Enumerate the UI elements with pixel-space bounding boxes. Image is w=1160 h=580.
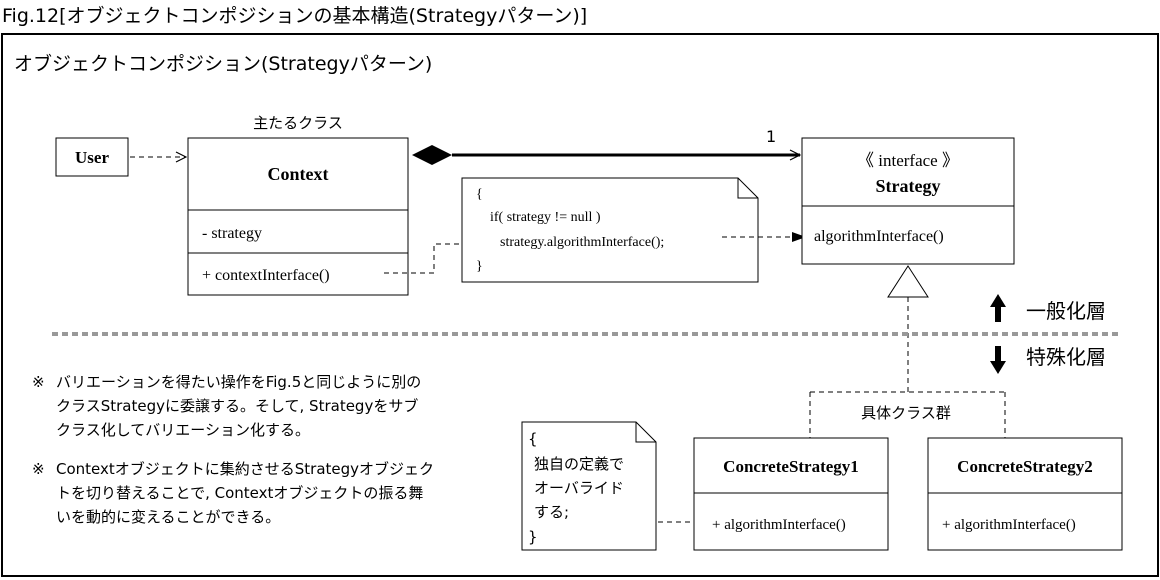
concrete-note-line: } [528,528,538,546]
concrete-group-label: 具体クラス群 [861,404,951,422]
note-line: クラスStrategyに委譲する。そして, Strategyをサブ [56,397,418,415]
note-line: Contextオブジェクトに集約させるStrategyオブジェク [56,460,434,478]
note-mark: ※ [32,373,45,391]
association-multiplicity: 1 [766,127,776,146]
concrete-strategy1-operation: + algorithmInterface() [712,517,846,533]
special-level-label: 特殊化層 [1026,345,1106,369]
note-line: トを切り替えることで, Contextオブジェクトの振る舞 [56,484,423,502]
down-arrow-icon [990,346,1006,374]
concrete-note: { 独自の定義で オーバライド する; } [521,421,657,551]
concrete-strategy1-class: ConcreteStrategy1 + algorithmInterface() [693,437,889,551]
figure-title: Fig.12[オブジェクトコンポジションの基本構造(Strategyパターン)] [2,4,587,27]
strategy-stereotype: 《 interface 》 [857,151,959,170]
context-class: Context - strategy + contextInterface() [187,137,409,296]
general-level-label: 一般化層 [1026,299,1106,323]
up-arrow-icon [990,294,1006,322]
concrete-strategy2-name: ConcreteStrategy2 [957,457,1093,476]
note-line: クラス化してバリエーション化する。 [56,421,310,439]
concrete-note-line: 独自の定義で [534,455,624,473]
realization-triangle [887,265,929,298]
concrete-strategy2-operation: + algorithmInterface() [942,517,1076,533]
concrete-note-line: { [528,430,538,448]
user-label: User [75,148,109,167]
strategy-operation: algorithmInterface() [814,228,944,245]
note-line: いを動的に変えることができる。 [56,508,280,526]
note-line: バリエーションを得たい操作をFig.5と同じように別の [56,373,421,391]
context-name: Context [268,164,329,184]
strategy-name: Strategy [876,176,941,196]
concrete-group-label-bg [846,398,966,424]
diagram-frame [1,33,1159,577]
strategy-interface: 《 interface 》 Strategy algorithmInterfac… [801,137,1015,265]
context-caption: 主たるクラス [253,114,343,132]
composition-diamond [412,145,452,165]
context-operation: + contextInterface() [202,267,330,284]
concrete-strategy1-name: ConcreteStrategy1 [723,457,859,476]
explanation-notes: ※ バリエーションを得たい操作をFig.5と同じように別の クラスStrateg… [32,373,434,526]
context-attribute: - strategy [202,225,262,242]
concrete-strategy2-class: ConcreteStrategy2 + algorithmInterface() [927,437,1123,551]
note-mark: ※ [32,460,45,478]
context-note-line: } [476,259,483,274]
user-box [55,137,129,177]
realization-lines [809,297,1006,438]
context-note-connector [384,243,462,274]
context-note-line: strategy.algorithmInterface(); [500,235,664,250]
context-note: { if( strategy != null ) strategy.algori… [461,177,759,283]
concrete-note-line: する; [534,503,569,521]
context-note-line: if( strategy != null ) [490,210,601,225]
concrete-note-line: オーバライド [534,479,624,497]
panel-title: オブジェクトコンポジション(Strategyパターン) [14,52,432,75]
context-note-line: { [476,187,483,202]
